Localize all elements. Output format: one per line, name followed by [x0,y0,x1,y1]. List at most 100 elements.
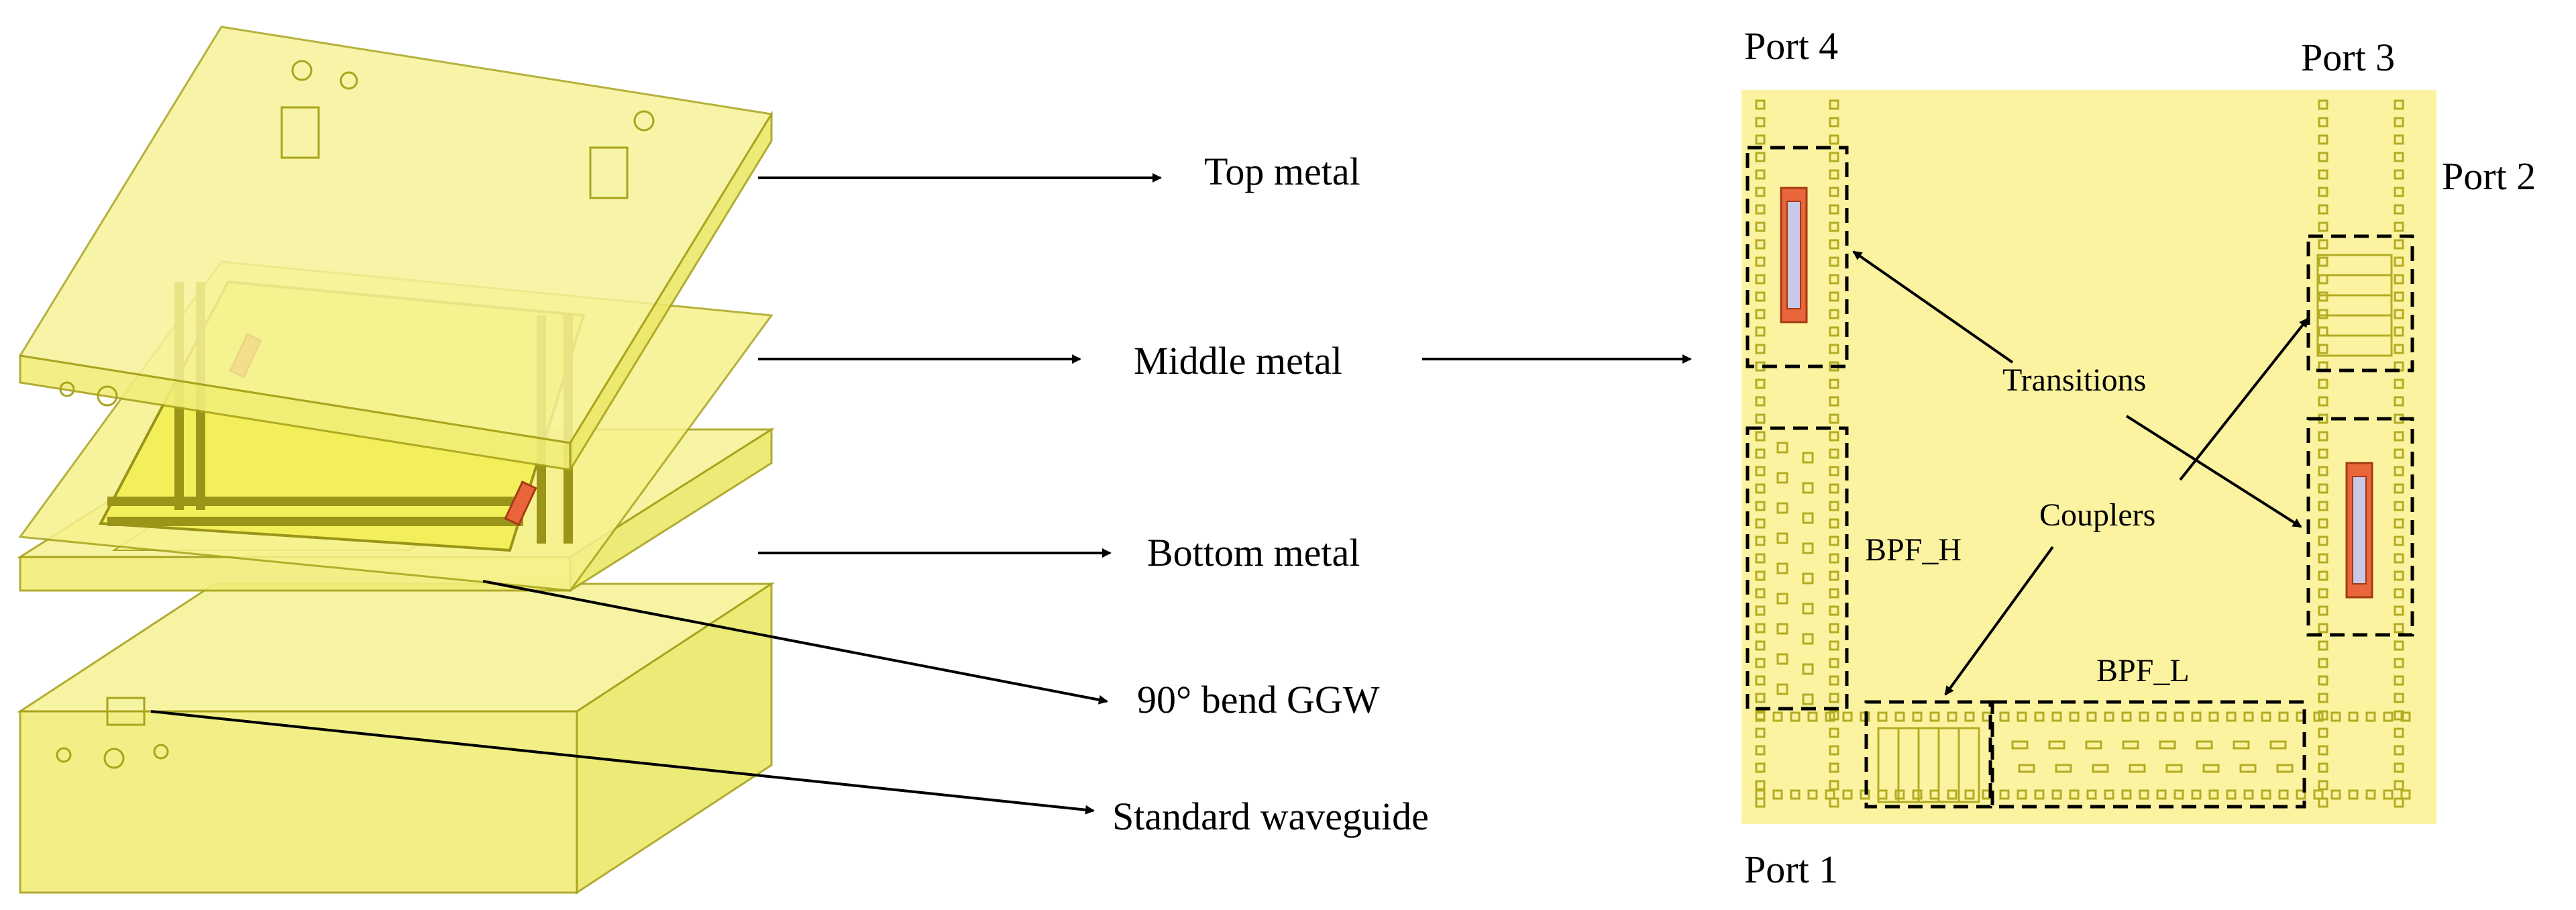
via [1964,711,1975,722]
via [1776,502,1788,514]
via [1912,711,1923,722]
via [2226,711,2237,722]
via [1829,762,1839,773]
via [1776,472,1788,484]
via [2318,291,2328,302]
via [2278,789,2289,800]
arrow-couplers-right [2179,317,2309,481]
via [1755,518,1766,529]
via [1964,789,1975,800]
label-bottom-metal: Bottom metal [1147,531,1360,574]
via [2034,789,2045,800]
via [1829,466,1839,476]
via [2330,711,2341,722]
via [1947,789,1957,800]
via [2086,789,2097,800]
via [1802,603,1814,615]
via [2330,789,2341,800]
transition-probe-bottom [2345,462,2373,599]
via [2191,789,2202,800]
via [2394,309,2404,319]
via [1776,623,1788,635]
via [1829,553,1839,564]
via [2174,711,2184,722]
via [2318,239,2328,250]
via [1755,221,1766,232]
via [1755,396,1766,407]
via [1929,711,1940,722]
via [1755,448,1766,459]
via [2394,710,2404,721]
via [1755,693,1766,703]
via [2394,518,2404,529]
via [2318,169,2328,180]
via [1829,605,1839,616]
via [1776,683,1788,695]
via [2269,740,2287,750]
via [1755,326,1766,337]
via [1755,675,1766,686]
via [1755,431,1766,442]
via [1825,789,1835,800]
via [2318,588,2328,599]
arrow-waveguide [150,710,1095,815]
via [2121,789,2132,800]
via [2394,256,2404,267]
dashed-outlines [1746,146,2414,809]
via [1825,711,1835,722]
via [2318,344,2328,354]
via [1755,501,1766,511]
via [1842,789,1853,800]
via [2394,588,2404,599]
via [2318,152,2328,162]
coupler-slots-bottom [1877,727,1980,803]
outline-coupler-right [2306,234,2414,372]
label-waveguide: Standard waveguide [1112,795,1429,838]
via [1772,789,1783,800]
transition-probe-top [1780,187,1808,323]
via [1829,169,1839,180]
via [1755,309,1766,319]
via [2011,740,2029,750]
via [1829,675,1839,686]
via [2318,204,2328,215]
via [2139,789,2149,800]
via [1829,570,1839,581]
via [2394,99,2404,110]
via [2318,570,2328,581]
via [2394,727,2404,738]
via [1755,553,1766,564]
via [1894,711,1905,722]
via [1755,413,1766,424]
via [2365,789,2376,800]
via [2051,711,2062,722]
via [2313,789,2324,800]
via [2394,553,2404,564]
via [1802,512,1814,524]
via [2394,344,2404,354]
via [2394,169,2404,180]
via [2394,134,2404,145]
via [1829,693,1839,703]
via [2394,483,2404,494]
via [2318,501,2328,511]
via [1755,256,1766,267]
via [2296,789,2306,800]
via [2034,711,2045,722]
via [2121,711,2132,722]
via [2159,740,2176,750]
via [2276,764,2294,773]
via [2174,789,2184,800]
via [2313,711,2324,722]
via [2318,623,2328,634]
arrow-bend [482,580,1108,705]
via [1829,640,1839,651]
via [2348,711,2359,722]
via [1829,745,1839,756]
via [1755,483,1766,494]
arrow-transitions-bottom [2125,415,2302,528]
via [2318,658,2328,668]
via [1829,588,1839,599]
via [2069,789,2080,800]
